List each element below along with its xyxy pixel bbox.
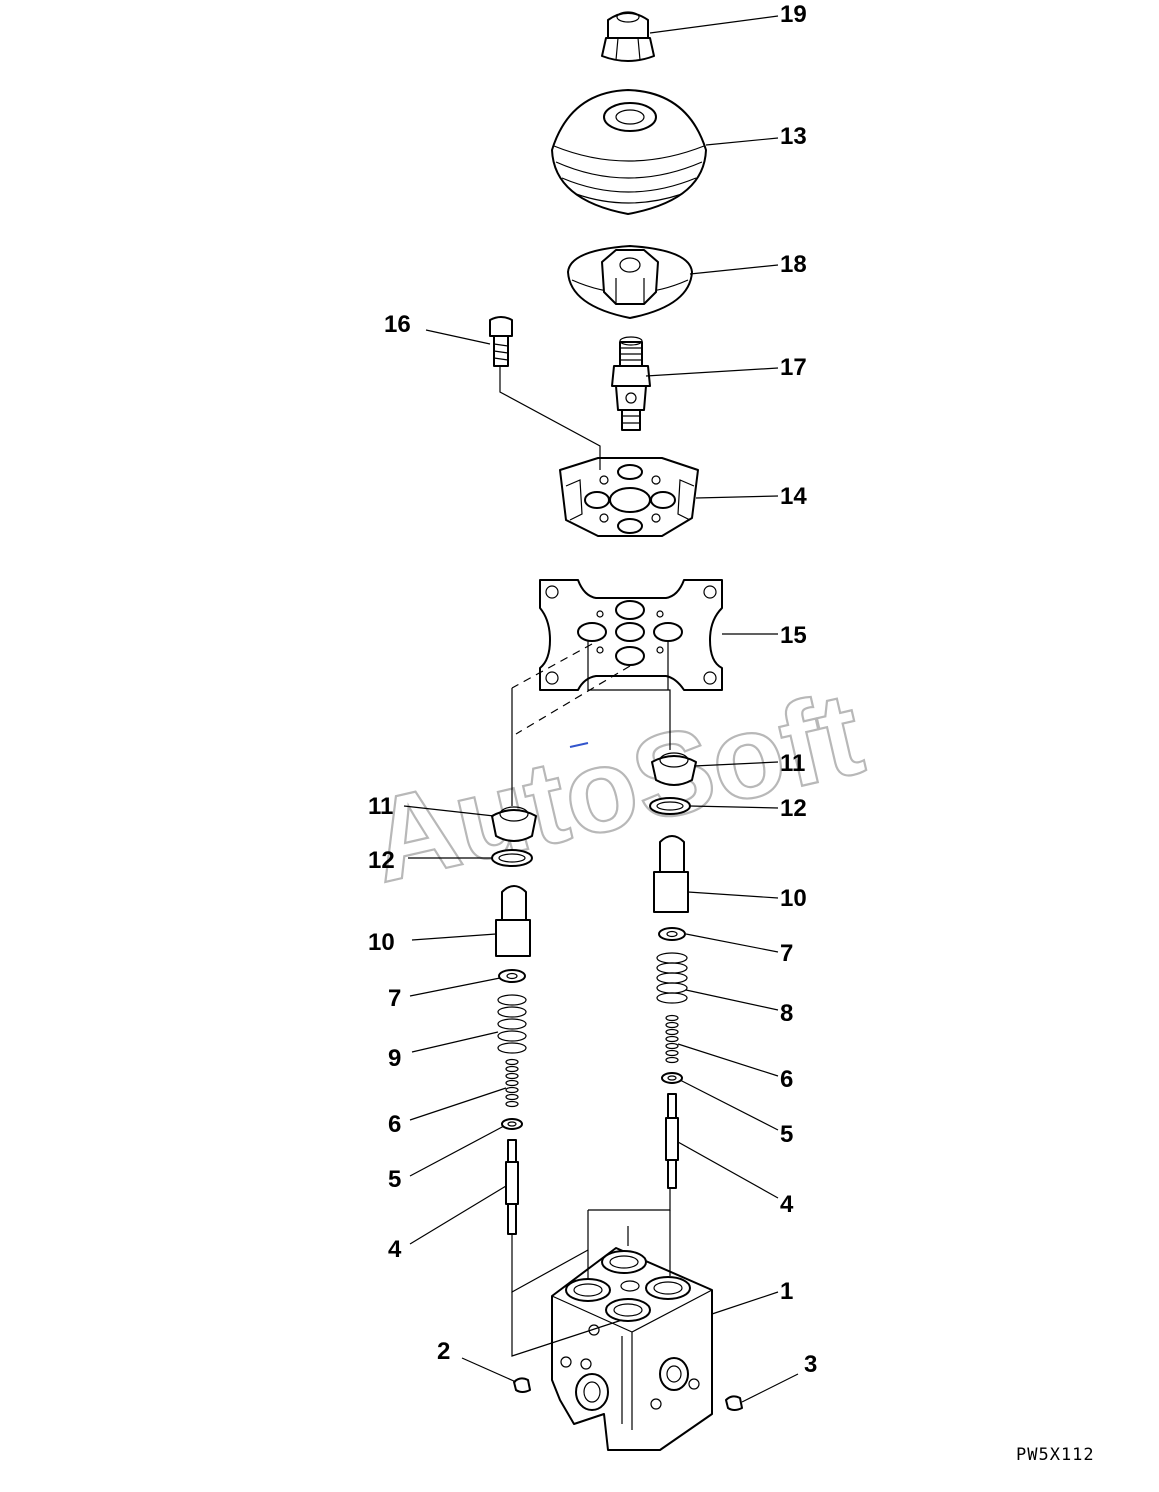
part-11-seal-right <box>651 752 697 786</box>
part-17-joint <box>611 336 651 431</box>
part-11-seal-left <box>491 806 537 842</box>
part-13-boot <box>551 89 707 215</box>
callout-11-right: 11 <box>780 750 805 777</box>
part-10-piston-left <box>495 885 531 957</box>
part-5-washer-left <box>501 1118 523 1130</box>
part-8-spring-right <box>656 952 688 1004</box>
callout-17: 17 <box>780 354 807 381</box>
part-7-washer-left <box>498 969 526 983</box>
callout-5-right: 5 <box>780 1121 793 1148</box>
callout-6-left: 6 <box>388 1111 401 1138</box>
part-9-spring-left <box>497 994 527 1054</box>
callout-18: 18 <box>780 251 807 278</box>
part-7-washer-right <box>658 927 686 941</box>
callout-7-right: 7 <box>780 940 793 967</box>
part-4-spool-right <box>665 1093 679 1189</box>
watermark: AutoSoft <box>359 667 874 908</box>
callout-1: 1 <box>780 1278 793 1305</box>
callout-8: 8 <box>780 1000 793 1027</box>
part-6-spring-left <box>505 1058 519 1108</box>
callout-11-left: 11 <box>368 793 393 820</box>
callout-16: 16 <box>384 311 411 338</box>
callout-4-left: 4 <box>388 1236 402 1263</box>
assembly-lines <box>499 366 671 1357</box>
drawing-code: PW5X112 <box>1016 1445 1095 1465</box>
part-10-piston-right <box>653 835 689 913</box>
callout-15: 15 <box>780 622 807 649</box>
part-5-washer-right <box>661 1072 683 1084</box>
callout-5-left: 5 <box>388 1166 401 1193</box>
part-6-spring-right <box>665 1014 679 1064</box>
callout-3: 3 <box>804 1351 817 1378</box>
callout-4-right: 4 <box>780 1191 794 1218</box>
callout-10-left: 10 <box>368 929 395 956</box>
callout-19: 19 <box>780 1 807 28</box>
callout-labels: 19 13 18 16 17 14 15 11 11 12 12 10 10 7… <box>368 1 817 1378</box>
part-15-plate <box>539 579 723 691</box>
part-1-body <box>551 1247 713 1451</box>
callout-13: 13 <box>780 123 807 150</box>
callout-14: 14 <box>780 483 807 510</box>
part-12-ring-right <box>649 797 691 815</box>
blue-mark <box>569 742 589 748</box>
part-3-plug <box>725 1395 743 1411</box>
part-12-ring-left <box>491 849 533 867</box>
callout-2: 2 <box>437 1338 450 1365</box>
part-4-spool-left <box>505 1139 519 1235</box>
leader-lines <box>403 15 799 1403</box>
callout-12-right: 12 <box>780 795 807 822</box>
part-19-nut <box>601 11 655 62</box>
callout-6-right: 6 <box>780 1066 793 1093</box>
callout-9: 9 <box>388 1045 401 1072</box>
callout-12-left: 12 <box>368 847 395 874</box>
part-16-bolt <box>489 316 513 367</box>
callout-7-left: 7 <box>388 985 401 1012</box>
part-14-plate <box>559 457 699 537</box>
part-2-plug <box>513 1377 531 1393</box>
part-18-disc <box>567 245 693 319</box>
callout-10-right: 10 <box>780 885 807 912</box>
